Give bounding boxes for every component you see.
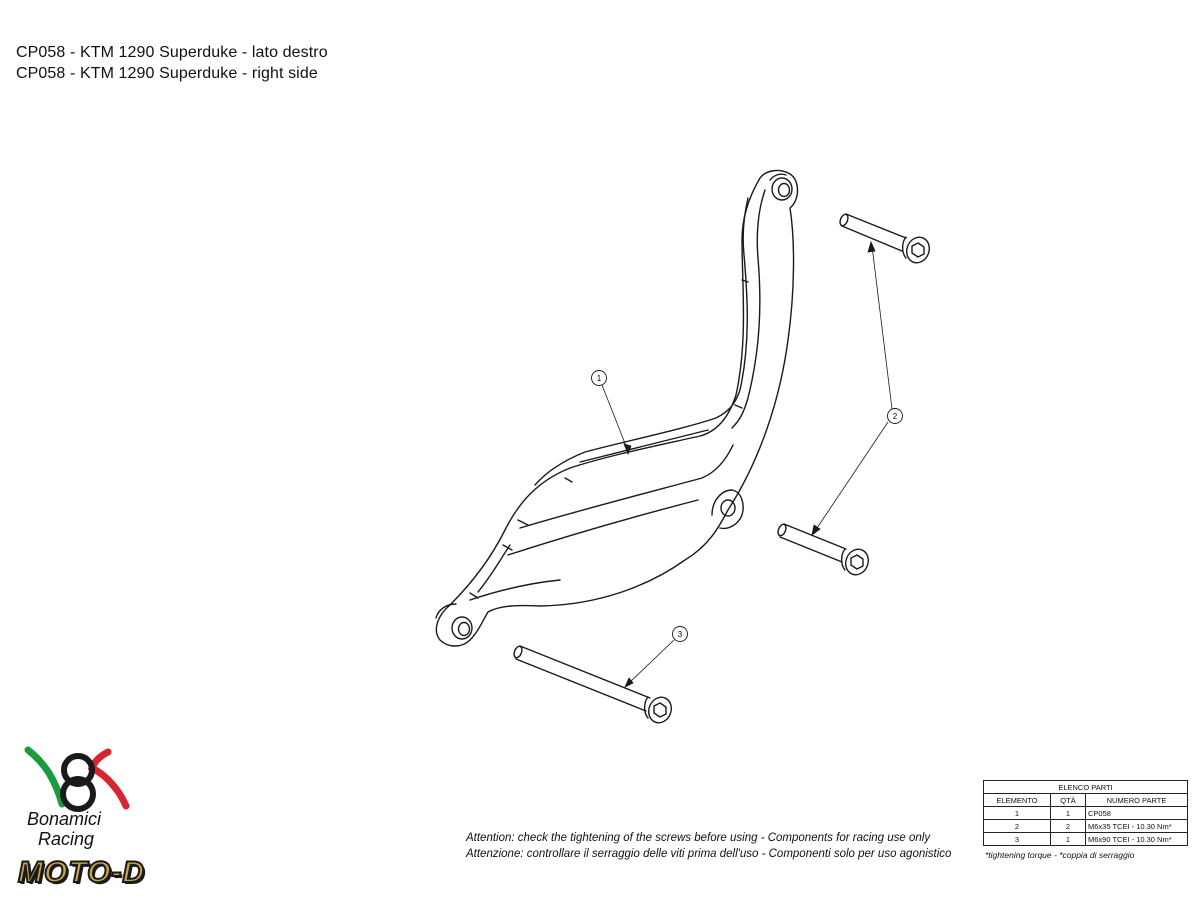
callout-3: 3: [672, 626, 688, 642]
cell-element: 2: [983, 819, 1051, 833]
header-qta: QTÀ: [1050, 793, 1086, 807]
table-row: 3 1 M6x90 TCEI - 10.30 Nm*: [983, 832, 1188, 846]
callout-2: 2: [887, 408, 903, 424]
title-italian: CP058 - KTM 1290 Superduke - lato destro: [16, 44, 328, 61]
cell-part-number: M6x35 TCEI - 10.30 Nm*: [1085, 819, 1188, 833]
table-row: 1 1 CP058: [983, 806, 1188, 820]
screw-m6x90: [513, 645, 673, 724]
attention-italian: Attenzione: controllare il serraggio del…: [466, 848, 952, 860]
svg-text:3: 3: [678, 630, 683, 639]
screw-m6x35-upper: [839, 213, 931, 264]
cell-qty: 2: [1050, 819, 1086, 833]
table-row: 2 2 M6x35 TCEI - 10.30 Nm*: [983, 819, 1188, 833]
torque-note: *tightening torque - *coppia di serraggi…: [985, 850, 1135, 860]
attention-english: Attention: check the tightening of the s…: [466, 832, 931, 844]
moto-d-logo: MOTO-D: [17, 855, 146, 890]
brand-name-line1: Bonamici: [27, 809, 102, 829]
brand-name-line2: Racing: [38, 829, 95, 849]
callout-leaders: [601, 240, 893, 688]
bonamici-logo-icon: [24, 746, 130, 812]
callout-1: 1: [591, 370, 607, 386]
header-numero-parte: NUMERO PARTE: [1085, 793, 1188, 807]
parts-table: ELENCO PARTI ELEMENTO QTÀ NUMERO PARTE 1…: [983, 780, 1188, 846]
screw-m6x35-lower: [777, 523, 870, 576]
svg-text:1: 1: [597, 374, 602, 383]
header-elemento: ELEMENTO: [983, 793, 1051, 807]
title-english: CP058 - KTM 1290 Superduke - right side: [16, 65, 318, 82]
parts-table-caption: ELENCO PARTI: [983, 780, 1188, 794]
cell-part-number: CP058: [1085, 806, 1188, 820]
cell-qty: 1: [1050, 806, 1086, 820]
cover-bracket: [435, 169, 799, 647]
cell-element: 1: [983, 806, 1051, 820]
cell-qty: 1: [1050, 832, 1086, 846]
cell-part-number: M6x90 TCEI - 10.30 Nm*: [1085, 832, 1188, 846]
cell-element: 3: [983, 832, 1051, 846]
svg-text:2: 2: [893, 412, 898, 421]
